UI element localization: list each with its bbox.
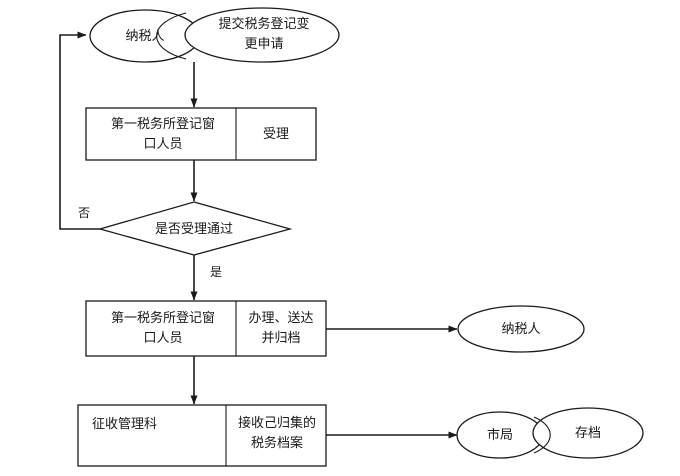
node-submit-application-shape [184,7,340,63]
node-taxpayer-start-overlap-arc [156,12,187,60]
node-taxpayer-start-shape [89,9,201,63]
node-collection-box-shape [77,404,327,467]
edge-label-no: 否 [78,206,91,220]
node-process-box-shape [85,300,327,357]
node-decision-shape [97,201,293,256]
node-city-bureau-overlap-arc [533,416,551,454]
node-archive-shape [532,407,644,459]
node-taxpayer-end-shape [457,305,585,353]
node-city-bureau-shape [456,411,544,459]
edge-reject-loop [59,31,100,230]
edge-label-yes: 是 [210,265,223,279]
node-accept-box-shape [85,107,317,161]
